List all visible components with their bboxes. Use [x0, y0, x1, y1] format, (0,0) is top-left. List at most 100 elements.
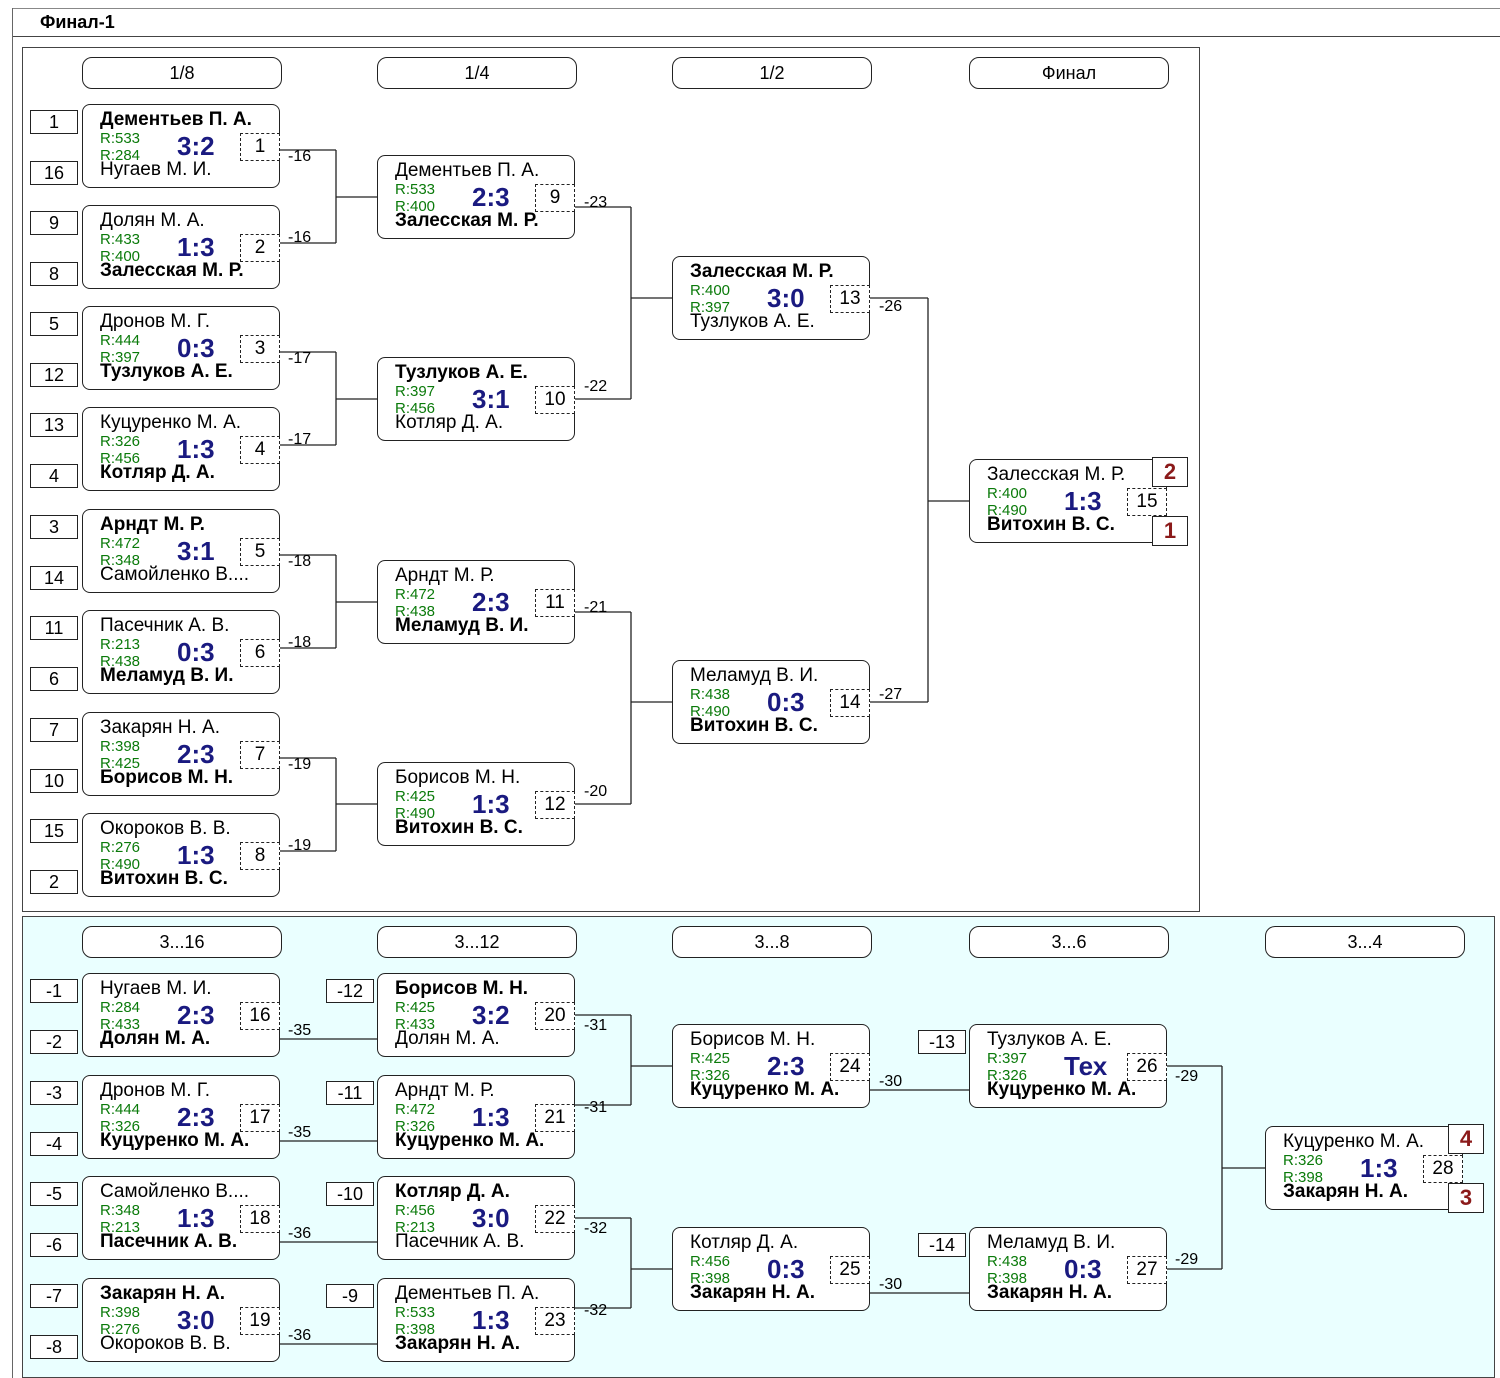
- player-1-name: Дементьев П. А.: [395, 1283, 540, 1304]
- match-score: 3:0: [177, 1305, 215, 1335]
- loser-destination-label: -18: [288, 553, 312, 570]
- player-2-rating: R:398: [690, 1270, 731, 1287]
- player-1-name: Котляр Д. А.: [690, 1232, 799, 1253]
- player-2-rating: R:326: [690, 1067, 731, 1084]
- match-score: 3:2: [472, 1000, 510, 1030]
- player-2-name: Витохин В. С.: [395, 817, 523, 838]
- match-number: 18: [240, 1205, 280, 1233]
- player-2-rating: R:490: [395, 805, 436, 822]
- loser-destination-label: -29: [1175, 1251, 1199, 1268]
- match-score: 1:3: [472, 789, 510, 819]
- seed-number: 9: [30, 211, 78, 235]
- loser-destination-label: -16: [288, 229, 312, 246]
- player-2-name: Витохин В. С.: [690, 715, 818, 736]
- match-score: 0:3: [177, 333, 215, 363]
- player-2-rating: R:438: [100, 653, 141, 670]
- player-2-name: Залесская М. Р.: [395, 210, 539, 231]
- player-2-name: Меламуд В. И.: [395, 615, 529, 636]
- match-number: 8: [240, 842, 280, 870]
- player-2-name: Тузлуков А. Е.: [690, 311, 815, 332]
- player-2-name: Закарян Н. А.: [1283, 1181, 1409, 1202]
- player-1-name: Арндт М. Р.: [395, 565, 495, 586]
- player-2-rating: R:456: [395, 400, 436, 417]
- player-2-rating: R:348: [100, 552, 141, 569]
- seed-number: 4: [30, 464, 78, 488]
- loser-destination-label: -35: [288, 1124, 312, 1141]
- seed-number: -7: [30, 1284, 78, 1308]
- player-1-rating: R:398: [100, 738, 141, 755]
- player-1-rating: R:533: [395, 181, 436, 198]
- page-title: Финал-1: [40, 12, 115, 32]
- loser-destination-label: -35: [288, 1022, 312, 1039]
- match-score: 2:3: [177, 1000, 215, 1030]
- player-2-rating: R:284: [100, 147, 141, 164]
- player-2-name: Меламуд В. И.: [100, 665, 234, 686]
- player-1-rating: R:348: [100, 1202, 141, 1219]
- player-1-name: Куцуренко М. А.: [1283, 1131, 1425, 1152]
- player-2-name: Куцуренко М. А.: [395, 1130, 545, 1151]
- player-1-rating: R:456: [690, 1253, 731, 1270]
- place-badge: 3: [1448, 1183, 1484, 1213]
- player-2-name: Закарян Н. А.: [395, 1333, 521, 1354]
- seed-number: 10: [30, 769, 78, 793]
- match-score: 1:3: [177, 232, 215, 262]
- match-score: 0:3: [177, 637, 215, 667]
- player-2-name: Окороков В. В.: [100, 1333, 231, 1354]
- player-2-rating: R:438: [395, 603, 436, 620]
- player-1-name: Меламуд В. И.: [690, 665, 819, 686]
- round-header: 3...8: [672, 926, 872, 958]
- round-header: 1/4: [377, 57, 577, 89]
- player-1-name: Куцуренко М. А.: [100, 412, 242, 433]
- player-1-rating: R:398: [100, 1304, 141, 1321]
- match-score: 2:3: [177, 1102, 215, 1132]
- match-number: 10: [535, 386, 575, 414]
- player-1-rating: R:533: [100, 130, 141, 147]
- seed-number: -6: [30, 1233, 78, 1257]
- player-1-rating: R:397: [395, 383, 436, 400]
- place-badge: 1: [1152, 516, 1188, 546]
- loser-destination-label: -30: [879, 1276, 903, 1293]
- player-2-name: Самойленко В....: [100, 564, 250, 585]
- seed-number: -14: [918, 1233, 966, 1257]
- player-2-rating: R:490: [987, 502, 1028, 519]
- match-number: 5: [240, 538, 280, 566]
- player-2-name: Пасечник А. В.: [100, 1231, 238, 1252]
- match-number: 27: [1127, 1256, 1167, 1284]
- player-2-rating: R:490: [100, 856, 141, 873]
- player-2-rating: R:400: [100, 248, 141, 265]
- match-number: 21: [535, 1104, 575, 1132]
- player-2-rating: R:326: [987, 1067, 1028, 1084]
- player-2-rating: R:456: [100, 450, 141, 467]
- match-number: 4: [240, 436, 280, 464]
- match-number: 13: [830, 285, 870, 313]
- match-score: 1:3: [1360, 1153, 1398, 1183]
- seed-number: 16: [30, 161, 78, 185]
- player-1-rating: R:400: [690, 282, 731, 299]
- player-2-name: Котляр Д. А.: [100, 462, 215, 483]
- header-top-border: [12, 8, 1500, 9]
- player-2-rating: R:398: [987, 1270, 1028, 1287]
- seed-number: -8: [30, 1335, 78, 1359]
- round-header: Финал: [969, 57, 1169, 89]
- player-2-name: Долян М. А.: [395, 1028, 500, 1049]
- seed-number: 8: [30, 262, 78, 286]
- seed-number: -3: [30, 1081, 78, 1105]
- match-number: 9: [535, 184, 575, 212]
- player-2-name: Куцуренко М. А.: [987, 1079, 1137, 1100]
- match-number: 3: [240, 335, 280, 363]
- player-1-name: Арндт М. Р.: [100, 514, 205, 535]
- match-score: 1:3: [177, 840, 215, 870]
- player-2-rating: R:276: [100, 1321, 141, 1338]
- match-number: 16: [240, 1002, 280, 1030]
